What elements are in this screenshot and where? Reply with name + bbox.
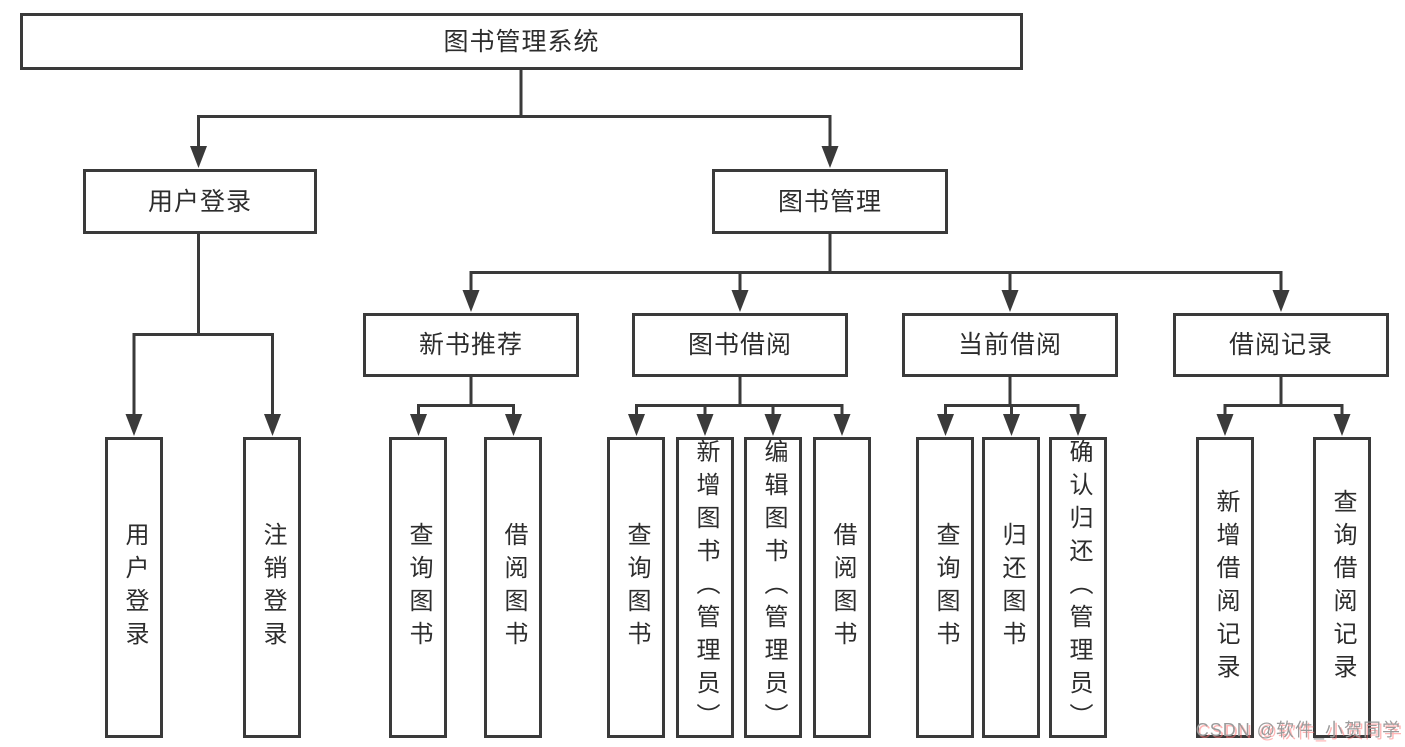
leaf-query-book-recommend-label: 查询图书 (405, 521, 432, 654)
leaf-return-book-label: 归还图书 (998, 521, 1025, 654)
watermark: CSDN @软件_小贺同学 (1195, 720, 1401, 740)
node-root: 图书管理系统 (20, 13, 1023, 70)
node-book-management: 图书管理 (712, 169, 948, 234)
node-borrow-records-label: 借阅记录 (1228, 331, 1333, 359)
node-new-book-recommend-label: 新书推荐 (418, 331, 523, 359)
arrowheads (125, 146, 1351, 436)
node-root-label: 图书管理系统 (443, 27, 600, 56)
leaf-user-login: 用户登录 (105, 437, 163, 738)
leaf-logout-login-label: 注销登录 (259, 521, 286, 654)
node-user-login-label: 用户登录 (147, 187, 252, 216)
leaf-user-login-label: 用户登录 (121, 521, 148, 654)
leaf-add-borrow-record-label: 新增借阅记录 (1212, 488, 1239, 687)
leaf-borrow-book: 借阅图书 (813, 437, 871, 738)
node-book-management-label: 图书管理 (777, 187, 882, 216)
leaf-query-borrow-record: 查询借阅记录 (1313, 437, 1371, 738)
node-new-book-recommend: 新书推荐 (363, 313, 579, 377)
leaf-logout-login: 注销登录 (243, 437, 301, 738)
leaf-edit-book-admin-label: 编辑图书（管理员） (760, 439, 787, 736)
leaf-add-book-admin-label: 新增图书（管理员） (692, 439, 719, 736)
node-current-borrow-label: 当前借阅 (957, 331, 1062, 359)
leaf-query-borrow-record-label: 查询借阅记录 (1329, 488, 1356, 687)
leaf-return-book: 归还图书 (982, 437, 1040, 738)
node-user-login: 用户登录 (83, 169, 317, 234)
leaf-query-book-current: 查询图书 (916, 437, 974, 738)
node-book-borrow-label: 图书借阅 (687, 331, 792, 359)
leaf-borrow-book-recommend: 借阅图书 (484, 437, 542, 738)
leaf-borrow-book-label: 借阅图书 (829, 521, 856, 654)
leaf-add-borrow-record: 新增借阅记录 (1196, 437, 1254, 738)
node-book-borrow: 图书借阅 (632, 313, 848, 377)
leaf-add-book-admin: 新增图书（管理员） (676, 437, 734, 738)
leaf-borrow-book-recommend-label: 借阅图书 (500, 521, 527, 654)
leaf-edit-book-admin: 编辑图书（管理员） (744, 437, 802, 738)
leaf-query-book-current-label: 查询图书 (932, 521, 959, 654)
leaf-query-book-recommend: 查询图书 (389, 437, 447, 738)
leaf-query-book-borrow: 查询图书 (607, 437, 665, 738)
node-current-borrow: 当前借阅 (902, 313, 1118, 377)
node-borrow-records: 借阅记录 (1173, 313, 1389, 377)
leaf-query-book-borrow-label: 查询图书 (623, 521, 650, 654)
leaf-confirm-return-admin-label: 确认归还（管理员） (1065, 439, 1092, 736)
leaf-confirm-return-admin: 确认归还（管理员） (1049, 437, 1107, 738)
